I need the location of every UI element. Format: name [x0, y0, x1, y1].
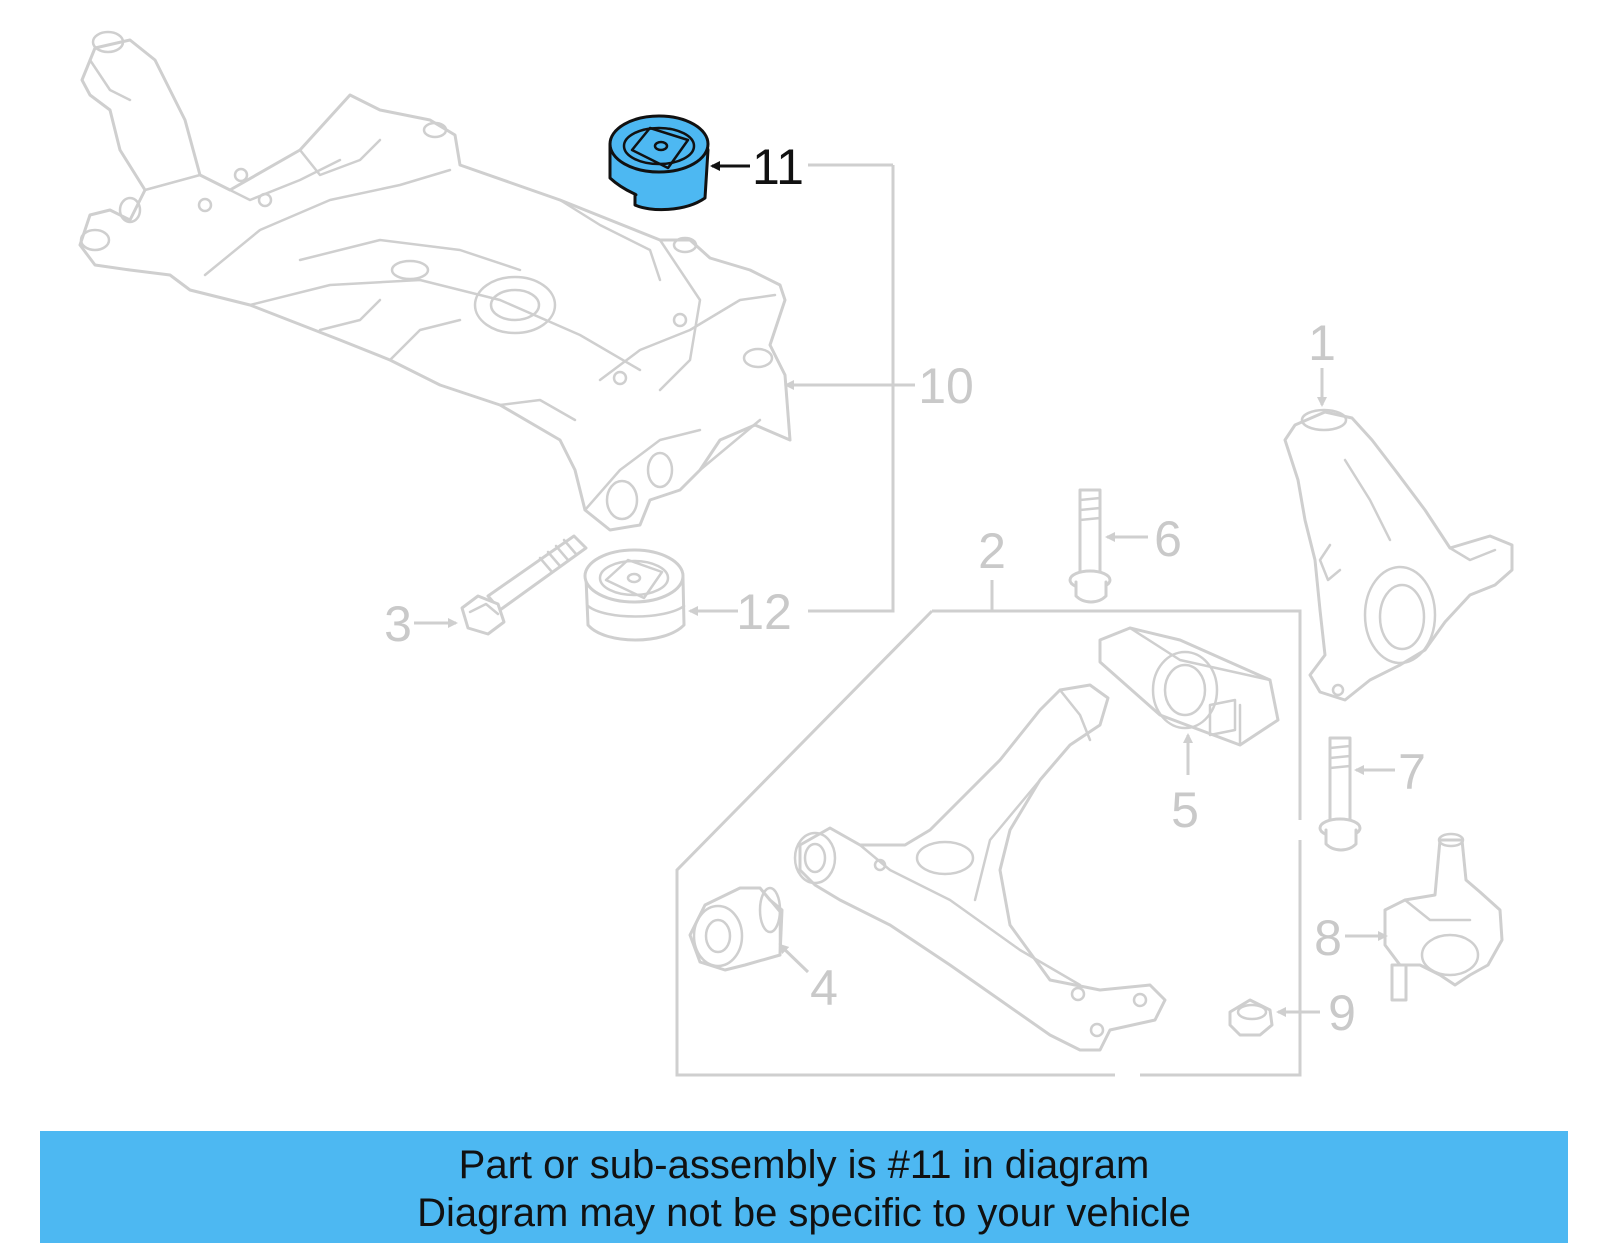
- callout-2: 2: [978, 523, 1006, 579]
- callout-6: 6: [1154, 511, 1182, 567]
- callout-8: 8: [1314, 910, 1342, 966]
- leader-lines: [414, 161, 1395, 1017]
- callout-7: 7: [1398, 744, 1426, 800]
- bolt-part-7: [1318, 736, 1362, 852]
- control-arm-group-outline: [675, 609, 1302, 1077]
- control-arm-part-2: [793, 683, 1167, 1052]
- callout-12: 12: [736, 584, 792, 640]
- callout-11: 11: [752, 139, 804, 195]
- mount-bushing-part-11-highlighted[interactable]: [608, 114, 710, 212]
- steering-knuckle-part-1: [1283, 408, 1514, 702]
- bushing-part-4: [688, 886, 784, 972]
- banner-line-disclaimer: Diagram may not be specific to your vehi…: [417, 1191, 1191, 1235]
- bolt-part-6: [1068, 488, 1112, 604]
- banner-line-part-number: Part or sub-assembly is #11 in diagram: [458, 1143, 1150, 1187]
- callout-4: 4: [810, 960, 838, 1016]
- callout-3: 3: [384, 596, 412, 652]
- info-banner: Part or sub-assembly is #11 in diagram D…: [40, 1131, 1568, 1243]
- nut-part-9: [1228, 998, 1274, 1037]
- ball-joint-part-8: [1383, 832, 1504, 1002]
- mount-bushing-part-12: [583, 548, 686, 642]
- callout-5: 5: [1171, 782, 1199, 838]
- bolt-part-3: [460, 534, 588, 636]
- bushing-bracket-part-5: [1098, 626, 1280, 747]
- callout-9: 9: [1328, 985, 1356, 1041]
- callout-1: 1: [1308, 315, 1336, 371]
- callout-10: 10: [918, 358, 974, 414]
- subframe-part-10: [78, 30, 792, 532]
